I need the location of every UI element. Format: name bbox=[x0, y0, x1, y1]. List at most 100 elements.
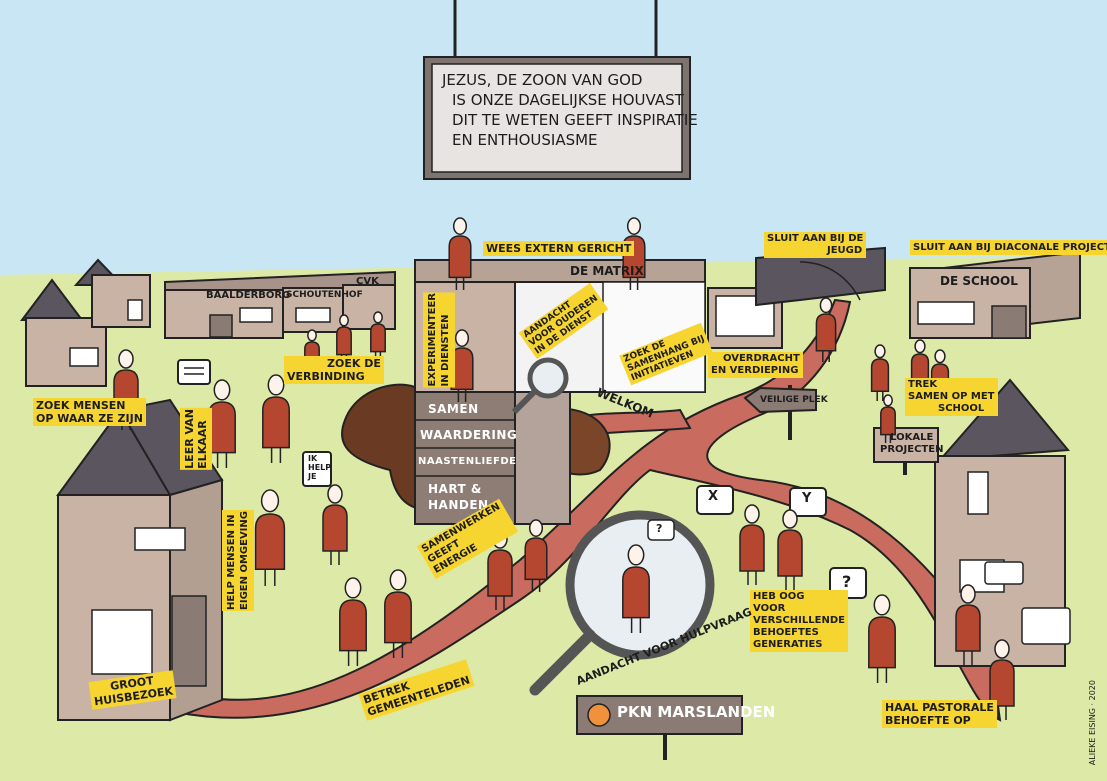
bubble-question-small bbox=[647, 519, 675, 541]
main-sign-line: DIT TE WETEN GEEFT INSPIRATIE bbox=[452, 111, 698, 129]
person-figure bbox=[955, 584, 981, 665]
window bbox=[239, 307, 273, 323]
artist-signature: ALIEKE EISING · 2020 bbox=[1088, 680, 1097, 766]
label-line: SLUIT AAN BIJ DE bbox=[767, 233, 864, 244]
label-experimenteer: EXPERIMENTEER IN DIENSTEN bbox=[423, 292, 455, 388]
person-figure bbox=[870, 344, 890, 401]
label-overdracht: OVERDRACHT EN VERDIEPING bbox=[708, 352, 803, 378]
main-sign-line: EN ENTHOUSIASME bbox=[452, 131, 598, 149]
person-figure bbox=[336, 314, 352, 363]
house-2-window bbox=[127, 299, 143, 321]
veilige-plek-sign bbox=[743, 386, 817, 414]
bubble-y bbox=[789, 487, 827, 517]
person-head bbox=[934, 349, 946, 364]
person-head bbox=[883, 394, 893, 407]
person-head bbox=[307, 329, 317, 342]
person-body bbox=[487, 549, 513, 597]
label-line: TREK bbox=[908, 379, 938, 390]
block-samen: SAMEN bbox=[428, 402, 479, 416]
small-magnifier-lens bbox=[527, 357, 569, 399]
person-head bbox=[819, 297, 833, 314]
person-body bbox=[870, 358, 890, 392]
person-body bbox=[384, 591, 412, 644]
person-figure bbox=[384, 569, 412, 658]
person-head bbox=[874, 344, 886, 359]
label-haal-pastorale: HAAL PASTORALE BEHOEFTE OP bbox=[882, 700, 997, 728]
label-line: ELKAAR bbox=[196, 420, 209, 469]
bubble-q1-text: ? bbox=[842, 572, 852, 591]
person-figure bbox=[868, 594, 896, 683]
label-line: OP WAAR ZE ZIJN bbox=[36, 412, 143, 425]
person-body bbox=[339, 599, 367, 652]
person-body bbox=[448, 235, 472, 279]
person-head bbox=[344, 577, 362, 599]
person-head bbox=[627, 544, 645, 566]
label-line: EXPERIMENTEER bbox=[427, 293, 438, 387]
label-line: LEER VAN bbox=[183, 409, 196, 469]
bubble-x bbox=[696, 485, 734, 515]
label-line: EIGEN OMGEVING bbox=[239, 511, 250, 610]
person-head bbox=[327, 484, 343, 504]
person-body bbox=[739, 524, 765, 572]
person-body bbox=[262, 396, 290, 449]
big-magnifier-handle bbox=[529, 629, 596, 696]
label-heb-oog: HEB OOG VOOR VERSCHILLENDE BEHOEFTES GEN… bbox=[750, 590, 848, 652]
label-lokale-projecten: LOKALE PROJECTEN bbox=[880, 432, 943, 456]
label-line: VOOR bbox=[753, 603, 786, 614]
person-figure bbox=[989, 639, 1015, 720]
person-head bbox=[528, 519, 544, 537]
label-line: HELP MENSEN IN bbox=[226, 514, 237, 610]
person-head bbox=[373, 311, 383, 324]
label-line: SAMEN OP MET bbox=[908, 391, 995, 402]
bubble-lines bbox=[177, 359, 211, 385]
person-body bbox=[989, 659, 1015, 707]
person-head bbox=[213, 379, 231, 401]
ramp-curve bbox=[799, 261, 861, 301]
person-body bbox=[524, 537, 548, 581]
person-figure bbox=[208, 379, 236, 468]
person-figure bbox=[262, 374, 290, 463]
label-veilige-plek: VEILIGE PLEK bbox=[760, 395, 828, 405]
door bbox=[209, 314, 233, 338]
person-figure bbox=[524, 519, 548, 592]
school-door bbox=[991, 305, 1027, 339]
person-figure bbox=[254, 489, 286, 586]
person-head bbox=[914, 339, 926, 354]
person-figure bbox=[448, 217, 472, 290]
matrix-label: DE MATRIX bbox=[570, 264, 644, 278]
label-line: GENERATIES bbox=[753, 639, 823, 650]
house-1-window bbox=[69, 347, 99, 367]
dark-hole bbox=[341, 383, 431, 512]
person-body bbox=[254, 513, 286, 570]
big-house-door bbox=[171, 595, 207, 687]
person-body bbox=[880, 406, 896, 436]
bubble-x-text: X bbox=[708, 489, 719, 504]
baalderborg-label: BAALDERBORG bbox=[206, 290, 291, 301]
cvk-label: CVK bbox=[356, 276, 379, 287]
person-head bbox=[782, 509, 798, 529]
label-line: IK bbox=[308, 454, 318, 463]
label-trek-samen: TREK SAMEN OP MET SCHOOL bbox=[905, 378, 998, 416]
label-line: PROJECTEN bbox=[880, 444, 944, 455]
bubble-q2-text: ? bbox=[656, 522, 663, 535]
person-head bbox=[873, 594, 891, 616]
label-line: BEHOEFTES bbox=[753, 627, 819, 638]
block-naastenliefde: NAASTENLIEFDE bbox=[418, 456, 517, 467]
person-head bbox=[339, 314, 349, 327]
window bbox=[295, 307, 331, 323]
person-head bbox=[267, 374, 285, 396]
label-line: LOKALE bbox=[890, 432, 934, 443]
label-line: JEUGD bbox=[827, 245, 863, 256]
huisbezoek-window bbox=[91, 609, 153, 675]
label-line: VERBINDING bbox=[287, 370, 365, 383]
person-body bbox=[777, 529, 803, 577]
label-line: HAAL PASTORALE bbox=[885, 701, 994, 714]
school-label: DE SCHOOL bbox=[940, 274, 1018, 288]
person-head bbox=[994, 639, 1010, 659]
person-body bbox=[208, 401, 236, 454]
person-head bbox=[454, 329, 470, 347]
label-line: JE bbox=[308, 472, 317, 481]
block-waardering: WAARDERING bbox=[420, 428, 518, 442]
schoutenhof-label: SCHOUTENHOF bbox=[286, 290, 363, 300]
